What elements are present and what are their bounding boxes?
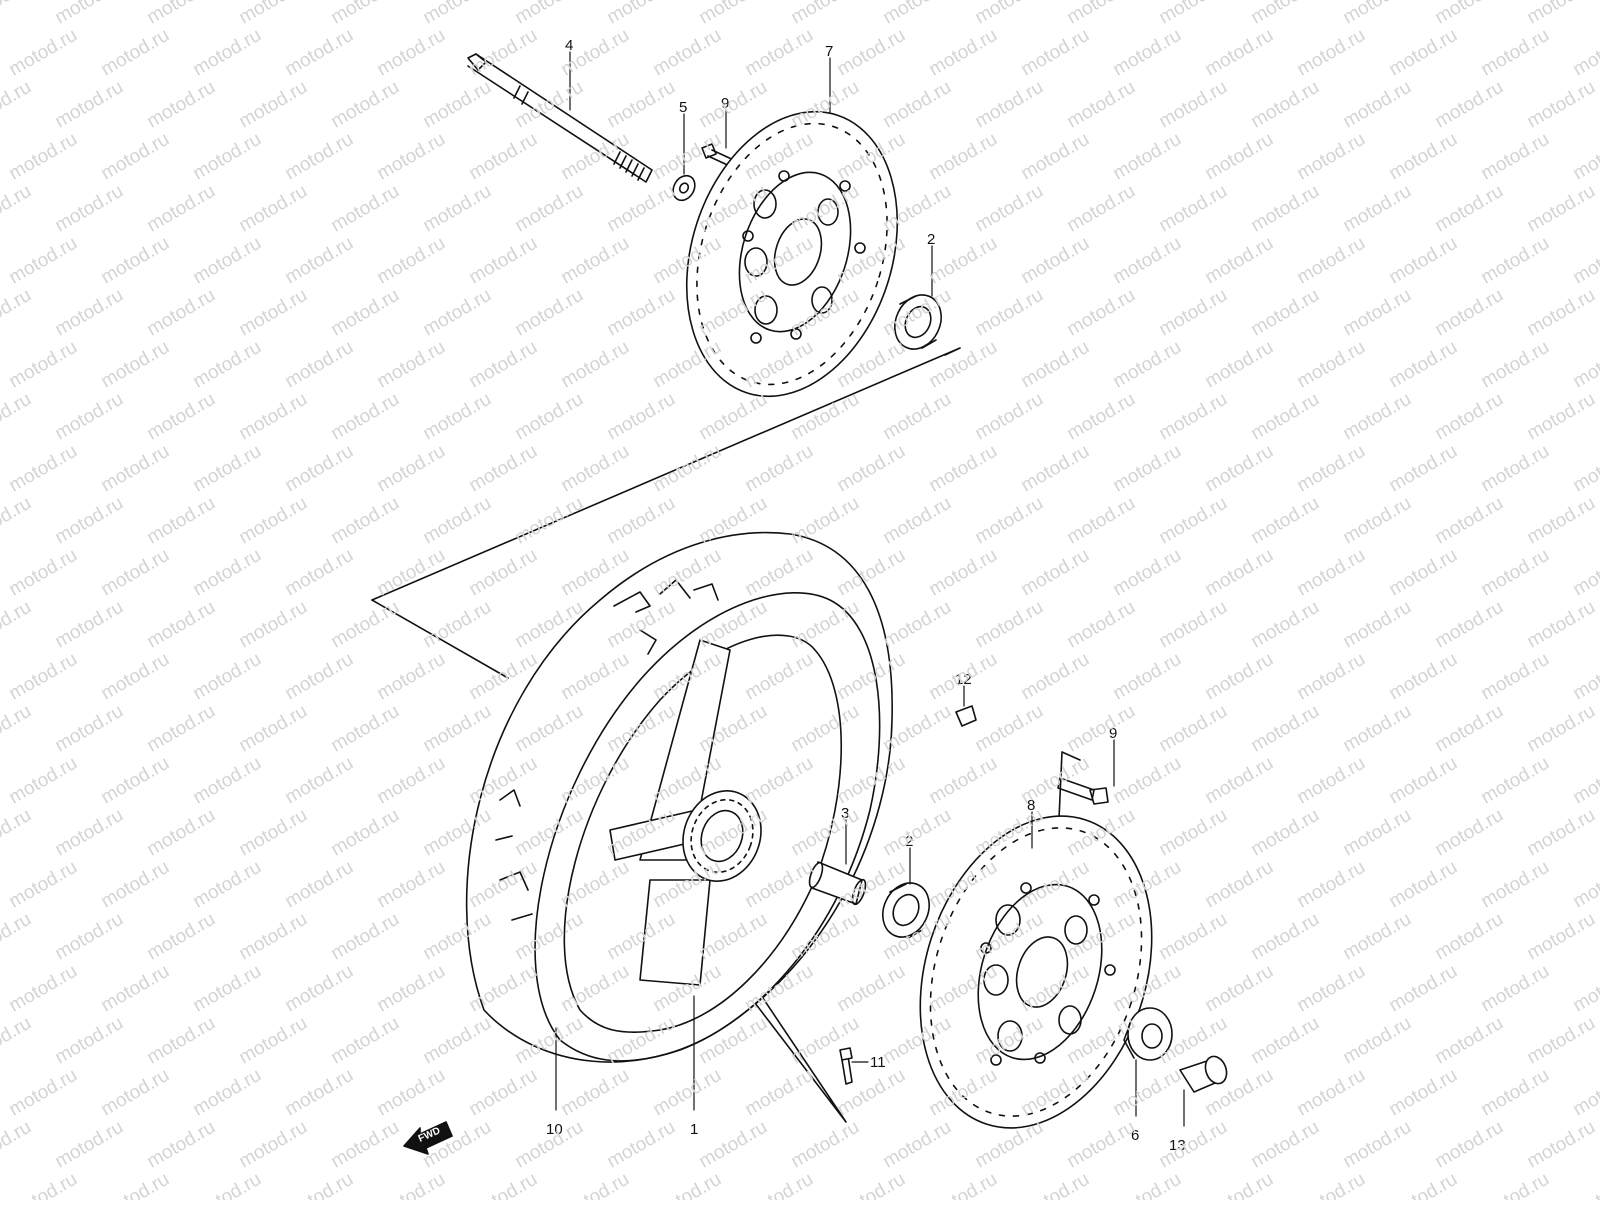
callout-12: 12 (955, 671, 972, 688)
valve-cap[interactable] (955, 705, 977, 727)
leader-lines (555, 51, 1185, 1127)
callout-2-top: 2 (927, 231, 935, 248)
callout-labels: 4 5 9 7 2 12 9 3 2 8 11 10 1 6 13 (546, 37, 1186, 1154)
callout-6: 6 (1131, 1127, 1139, 1144)
callout-9-bottom: 9 (1109, 725, 1117, 742)
brake-disc-left[interactable] (652, 84, 932, 424)
axle-nut[interactable] (1179, 1053, 1230, 1093)
callout-2-bottom: 2 (905, 833, 913, 850)
wheel-bearing-top[interactable] (886, 287, 950, 356)
wheel-hub-spokes[interactable] (609, 639, 773, 986)
callout-4: 4 (565, 37, 573, 54)
callout-8: 8 (1027, 797, 1035, 814)
wheel-bearing-bottom[interactable] (874, 875, 938, 944)
fwd-arrow-icon: FWD (403, 1121, 453, 1155)
callout-13: 13 (1169, 1137, 1186, 1154)
spacer-collar[interactable] (807, 861, 868, 906)
callout-10: 10 (546, 1121, 563, 1138)
callout-11: 11 (870, 1054, 886, 1071)
callout-3: 3 (841, 805, 849, 822)
disc-bolt-bottom[interactable] (1057, 777, 1109, 805)
tire-valve[interactable] (839, 1047, 853, 1085)
axle-shaft[interactable] (467, 53, 653, 183)
brake-disc-right[interactable] (882, 786, 1190, 1158)
washer[interactable] (669, 172, 699, 205)
wheel-collar[interactable] (1123, 1007, 1173, 1061)
callout-1: 1 (690, 1121, 698, 1138)
callout-5: 5 (679, 99, 687, 116)
callout-7: 7 (825, 43, 833, 60)
callout-9-top: 9 (721, 95, 729, 112)
